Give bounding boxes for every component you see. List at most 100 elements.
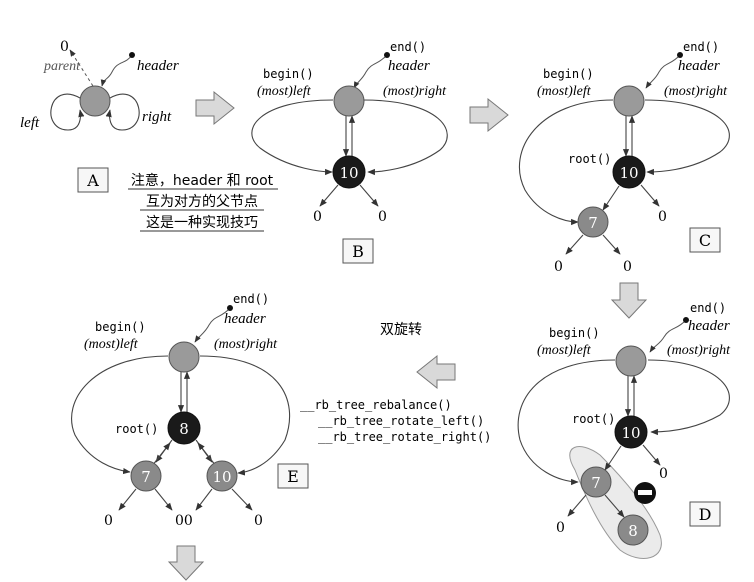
panel-d-root-label: root() <box>572 412 615 426</box>
panel-d-label-box <box>689 501 721 527</box>
header-node <box>79 85 111 117</box>
panel-e-begin: begin() <box>95 320 146 334</box>
panel-b-header: header <box>388 58 430 74</box>
panel-b-root-key: 10 <box>339 164 358 182</box>
panel-c-root-key: 10 <box>619 164 638 182</box>
panel-c-begin: begin() <box>543 67 594 81</box>
panel-e-right-key: 10 <box>212 468 231 486</box>
panel-c-header: header <box>678 58 720 74</box>
panel-b-null-left: 0 <box>313 209 322 225</box>
panel-e-left-key: 7 <box>141 468 151 486</box>
note-line-2: 互为对方的父节点 <box>146 194 258 210</box>
left-label: left <box>20 115 40 131</box>
note-line-3: 这是一种实现技巧 <box>146 214 258 231</box>
panel-c-child-node <box>577 206 609 238</box>
panel-e-root-label: root() <box>115 422 158 436</box>
panel-a: 0 parent header left right A <box>20 39 179 193</box>
panel-d-child-node <box>580 466 612 498</box>
panel-b-label: B <box>352 242 364 261</box>
panel-e-header: header <box>224 311 266 327</box>
panel-b-header-squiggle <box>353 54 388 89</box>
panel-c-end: end() <box>683 40 719 54</box>
panel-b-most-left: (most)left <box>257 84 312 99</box>
panel-a-label-box <box>77 167 109 193</box>
parent-null-label: 0 <box>60 39 69 55</box>
panel-e-label-box <box>277 463 309 489</box>
panel-e-rightmost-link <box>199 355 291 476</box>
panel-c-header-node <box>613 85 645 117</box>
panel-d-end: end() <box>690 301 726 315</box>
panel-c-null-a: 0 <box>658 209 667 225</box>
header-dot <box>129 52 135 58</box>
panel-b-label-box <box>342 238 374 264</box>
panel-e: end() header begin() (most)left (most)ri… <box>71 292 309 529</box>
arrow-a-to-b <box>195 90 235 126</box>
panel-d-leftmost-link <box>517 359 616 486</box>
parent-null-pointer <box>69 49 94 87</box>
panel-c-rightmost-link <box>644 99 730 176</box>
panel-c-null-b: 0 <box>554 259 563 275</box>
rotation-fn-2: __rb_tree_rotate_left() <box>318 414 484 428</box>
panel-d-null-b: 0 <box>556 520 565 536</box>
panel-c-child-key: 7 <box>588 214 598 232</box>
panel-e-leftmost-link <box>71 355 169 475</box>
panel-c-root-label: root() <box>568 152 611 166</box>
parent-label: parent <box>43 59 81 74</box>
panel-b-null-right: 0 <box>378 209 387 225</box>
panel-c-null-c: 0 <box>623 259 632 275</box>
panel-b-rightmost-link <box>362 99 448 176</box>
arrow-c-to-d <box>610 282 648 319</box>
panel-b: end() header begin() (most)left (most)ri… <box>251 40 448 264</box>
panel-c-label-box <box>689 227 721 253</box>
panel-d: end() header begin() (most)left (most)ri… <box>517 301 731 559</box>
header-label: header <box>137 58 179 74</box>
panel-e-most-left: (most)left <box>84 337 139 352</box>
panel-d-grandchild-node <box>617 514 649 546</box>
panel-c-most-right: (most)right <box>664 84 728 99</box>
panel-d-grandchild-key: 8 <box>628 522 638 540</box>
panel-c-root-node <box>612 155 646 189</box>
panel-b-leftmost-link <box>251 99 334 176</box>
rotation-title: 双旋转 <box>380 322 422 338</box>
panel-c-leftmost-link <box>519 99 614 226</box>
right-label: right <box>142 109 172 125</box>
panel-d-root-node <box>614 415 648 449</box>
panel-b-header-node <box>333 85 365 117</box>
panel-d-header: header <box>688 318 730 334</box>
panel-d-null-a: 0 <box>659 466 668 482</box>
panel-d-begin: begin() <box>549 326 600 340</box>
rotation-fn-3: __rb_tree_rotate_right() <box>318 430 491 444</box>
right-self-loop <box>105 93 140 131</box>
panel-b-end: end() <box>390 40 426 54</box>
panel-d-child-key: 7 <box>591 474 601 492</box>
panel-b-root-node <box>332 155 366 189</box>
panel-e-right-node <box>206 460 238 492</box>
panel-d-root-key: 10 <box>621 424 640 442</box>
panel-d-most-left: (most)left <box>537 343 592 358</box>
panel-e-end: end() <box>233 292 269 306</box>
panel-e-label: E <box>287 467 299 486</box>
panel-e-root-node <box>167 411 201 445</box>
panel-e-null-c: 0 <box>254 513 263 529</box>
panel-c: end() header begin() (most)left (most)ri… <box>519 40 730 275</box>
arrow-e-down <box>167 545 205 581</box>
panel-c-label: C <box>699 231 711 250</box>
panel-c-most-left: (most)left <box>537 84 592 99</box>
left-self-loop <box>50 93 85 131</box>
panel-e-left-node <box>130 460 162 492</box>
panel-d-most-right: (most)right <box>667 343 731 358</box>
header-squiggle <box>100 54 133 87</box>
panel-e-null-b: 00 <box>175 513 193 529</box>
panel-e-most-right: (most)right <box>214 337 278 352</box>
note-line-1: 注意，header 和 root <box>131 172 274 189</box>
note-block: 注意，header 和 root 互为对方的父节点 这是一种实现技巧 <box>128 172 278 232</box>
arrow-b-to-c <box>469 97 509 133</box>
panel-e-header-node <box>168 341 200 373</box>
panel-a-label: A <box>86 171 99 190</box>
rotation-fn-1: __rb_tree_rebalance() <box>300 398 452 412</box>
panel-e-null-a: 0 <box>104 513 113 529</box>
rotation-info: 双旋转 __rb_tree_rebalance() __rb_tree_rota… <box>300 322 491 444</box>
panel-e-root-key: 8 <box>179 420 189 438</box>
